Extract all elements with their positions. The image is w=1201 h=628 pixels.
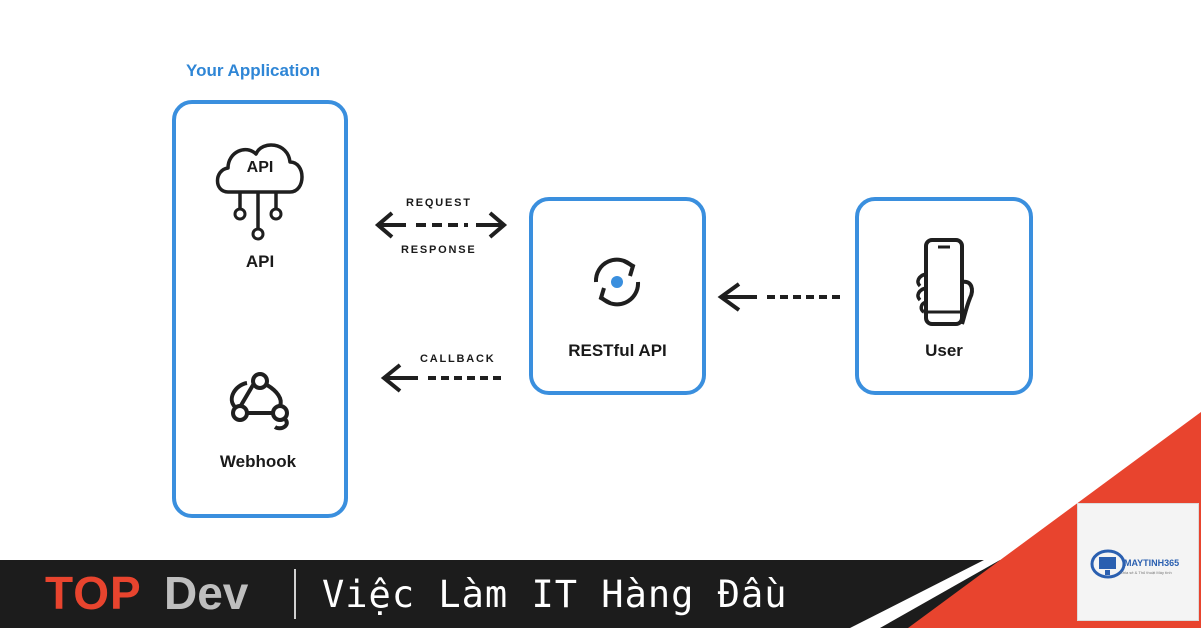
- footer-tagline: Việc Làm IT Hàng Đầu: [322, 573, 788, 616]
- callback-arrow: [380, 363, 502, 393]
- application-box: [172, 100, 348, 518]
- brand-dev-text: Dev: [164, 567, 249, 619]
- user-arrow: [717, 282, 841, 312]
- request-response-arrow: [374, 211, 508, 239]
- footer-banner: TOP Dev Việc Làm IT Hàng Đầu: [0, 412, 1201, 628]
- partner-logo-subtitle: Chia sẻ & Thủ thuật Máy tính: [1120, 570, 1172, 575]
- partner-logo-text: MAYTINH365: [1124, 558, 1180, 568]
- smartphone-hand-icon: [916, 238, 974, 326]
- api-label: API: [245, 252, 275, 271]
- restful-api-label: RESTful API: [568, 341, 667, 360]
- callback-label: CALLBACK: [420, 353, 496, 365]
- request-label: REQUEST: [406, 197, 472, 209]
- app-title: Your Application: [186, 61, 321, 80]
- partner-logo-card[interactable]: MAYTINH365 Chia sẻ & Thủ thuật Máy tính: [1077, 503, 1199, 621]
- footer-divider: [294, 569, 296, 619]
- brand-top-text: TOP: [45, 567, 142, 619]
- restful-api-box: [529, 197, 706, 395]
- api-cloud-text: API: [246, 159, 274, 176]
- webhook-label: Webhook: [219, 452, 297, 471]
- api-cloud-icon: [215, 143, 304, 241]
- user-box: [855, 197, 1033, 395]
- response-label: RESPONSE: [401, 244, 477, 256]
- monitor-logo-icon: [1090, 549, 1126, 579]
- user-label: User: [925, 341, 963, 360]
- webhook-icon: [229, 372, 289, 431]
- sync-icon: [593, 257, 641, 307]
